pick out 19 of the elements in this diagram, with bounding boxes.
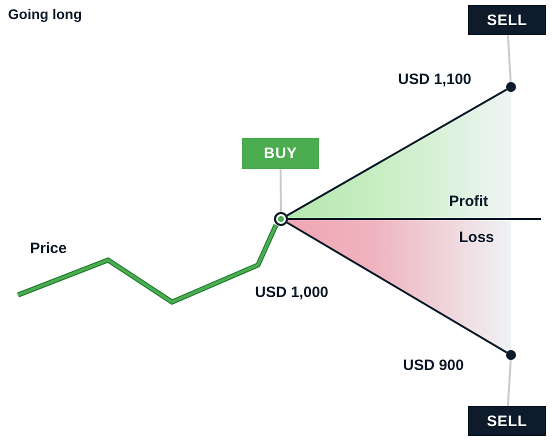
chart-label: Profit [449,193,488,210]
chart-label: USD 1,000 [255,284,328,301]
sell-tag: SELL [468,5,546,35]
leader-line [280,169,282,212]
chart-label: Loss [459,229,494,246]
connector-line [286,88,508,216]
diagram-title: Going long [8,6,82,22]
buy-tag: BUY [242,138,319,169]
connector-line [286,222,508,354]
chart-label: Price [30,240,67,257]
chart-label: USD 900 [403,357,464,374]
leader-line [506,360,512,406]
connector-line [288,218,541,220]
price-point-marker [506,350,516,360]
entry-point-marker [274,212,288,226]
price-point-marker [506,82,516,92]
sell-tag: SELL [468,406,546,436]
chart-label: USD 1,100 [398,71,472,88]
leader-line [506,34,512,82]
